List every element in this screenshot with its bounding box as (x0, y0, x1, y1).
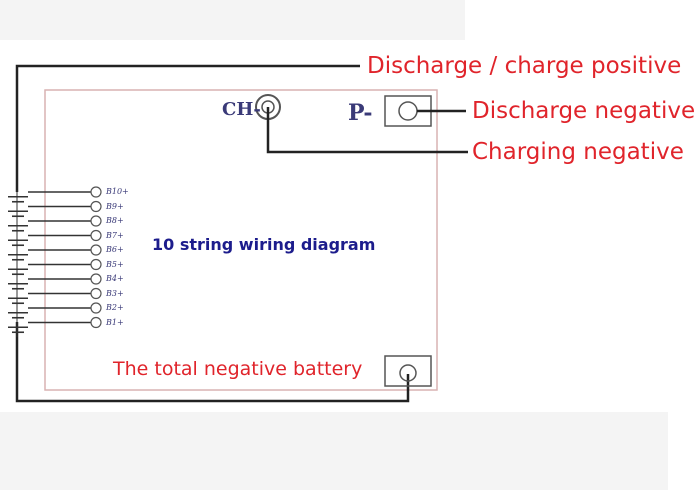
pin-label: B6+ (106, 245, 124, 254)
total-negative-wire (15, 322, 410, 403)
pin-circle (90, 244, 102, 256)
battery-stack (8, 190, 28, 337)
pin-label: B1+ (106, 317, 124, 327)
pin-label: B8+ (106, 216, 124, 225)
bminus-terminal-box (384, 355, 432, 387)
ch-terminal-label: CH- (222, 99, 261, 120)
p-terminal-label: P- (348, 100, 373, 126)
label-discharge-charge-positive: Discharge / charge positive (367, 53, 682, 79)
pin-circle (90, 229, 102, 242)
pin-circle (90, 215, 102, 227)
pin-circle (90, 316, 102, 329)
label-total-negative-battery: The total negative battery (113, 358, 363, 380)
bminus-terminal-hole (399, 364, 417, 382)
pin-label: B7+ (106, 230, 124, 240)
pcb-board-outline (44, 89, 438, 391)
pin-label: B3+ (106, 288, 124, 298)
positive-wire (15, 64, 360, 192)
pin-circle (90, 200, 102, 213)
pin-circle (90, 186, 102, 198)
pin-label: B10+ (106, 187, 129, 196)
pin-circle (90, 302, 102, 314)
pin-label: B5+ (106, 259, 124, 269)
pin-leads (28, 186, 102, 329)
p-terminal-hole (398, 101, 418, 121)
pin-circle (90, 258, 102, 271)
charging-negative-wire (266, 107, 468, 154)
pin-label: B9+ (106, 201, 124, 211)
pin-circle (90, 287, 102, 300)
diagram-title: 10 string wiring diagram (152, 235, 376, 254)
top-background-band (0, 0, 465, 40)
pin-circle (90, 273, 102, 285)
bottom-background-band (0, 412, 668, 490)
pin-label: B4+ (106, 274, 124, 283)
label-charging-negative: Charging negative (472, 139, 684, 165)
label-discharge-negative: Discharge negative (472, 98, 696, 124)
pin-label: B2+ (106, 303, 124, 312)
